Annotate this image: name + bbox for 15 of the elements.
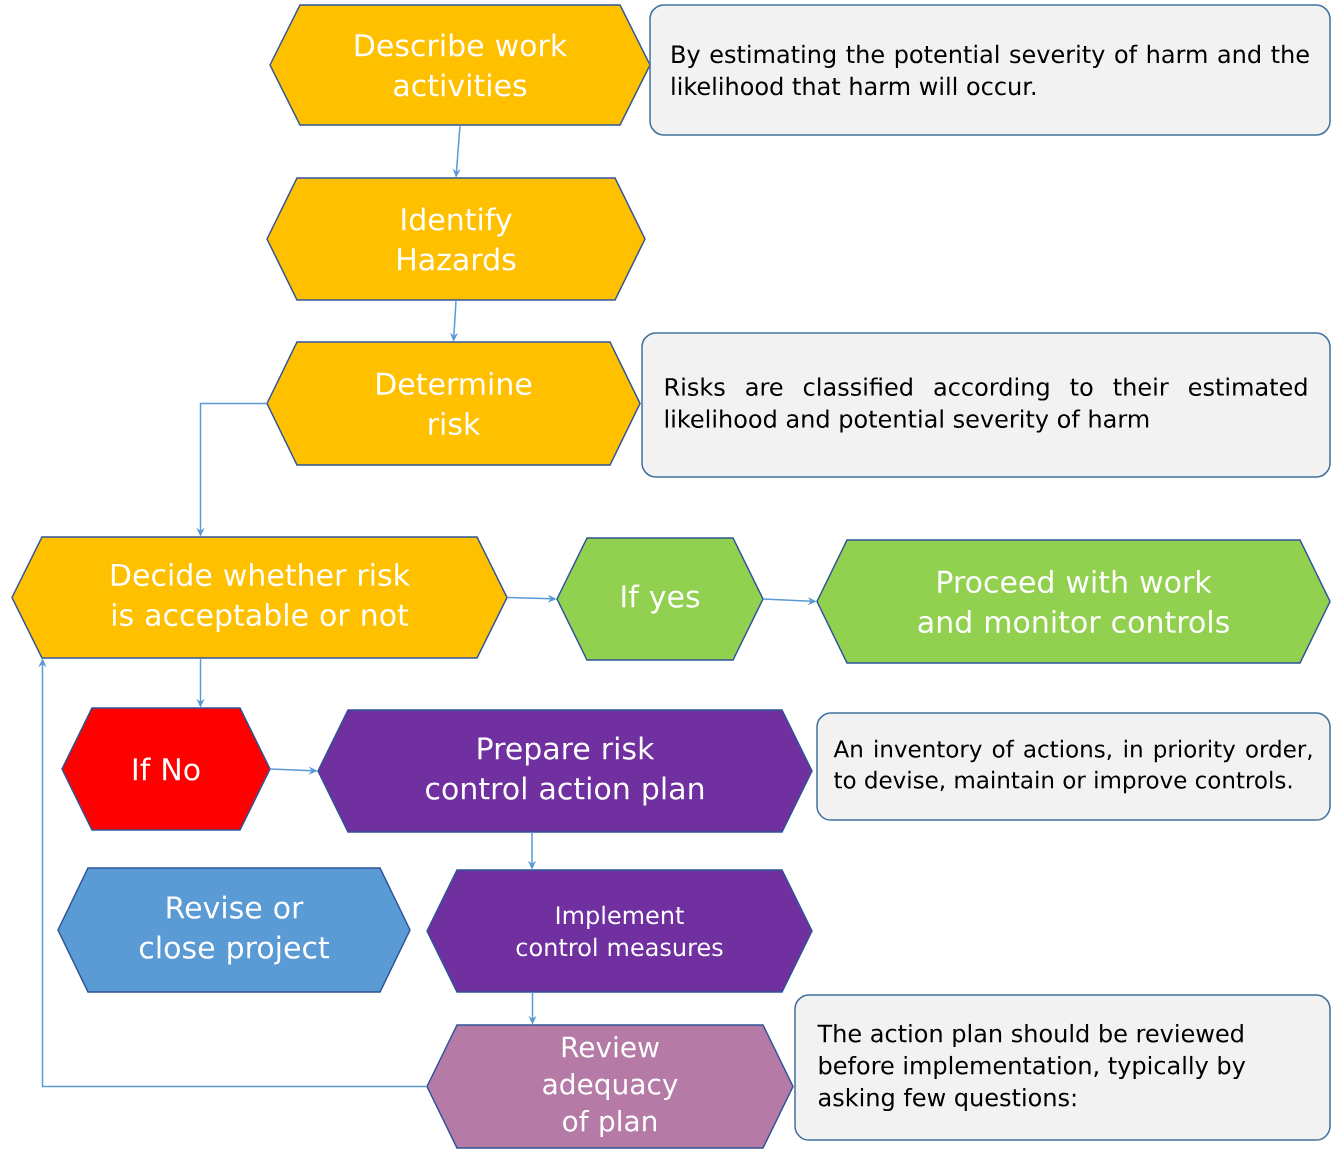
note-box: An inventory of actions, in priority order, to devise, maintain or improve controls. [816, 712, 1331, 821]
process-hexagon: If yes [556, 537, 764, 661]
process-hexagon: Proceed with work and monitor controls [816, 539, 1331, 664]
process-hexagon: Implement control measures [426, 869, 813, 993]
note-box: By estimating the potential severity of harm and the likelihood that harm will occur. [649, 4, 1331, 136]
process-hexagon: Prepare risk control action plan [317, 709, 813, 833]
process-hexagon: Identify Hazards [266, 177, 646, 301]
process-hexagon: If No [61, 707, 271, 831]
process-hexagon: Describe work activities [269, 4, 651, 126]
process-hexagon: Decide whether risk is acceptable or not [11, 536, 508, 659]
process-hexagon: Revise or close project [57, 867, 411, 993]
note-box: The action plan should be reviewed before implementation, typically by asking few questions: [794, 994, 1331, 1141]
process-hexagon: Determine risk [266, 341, 641, 466]
process-hexagon: Review adequacy of plan [426, 1024, 794, 1149]
note-box: Risks are classified according to their estimated likelihood and potential severity of harm [641, 332, 1331, 478]
